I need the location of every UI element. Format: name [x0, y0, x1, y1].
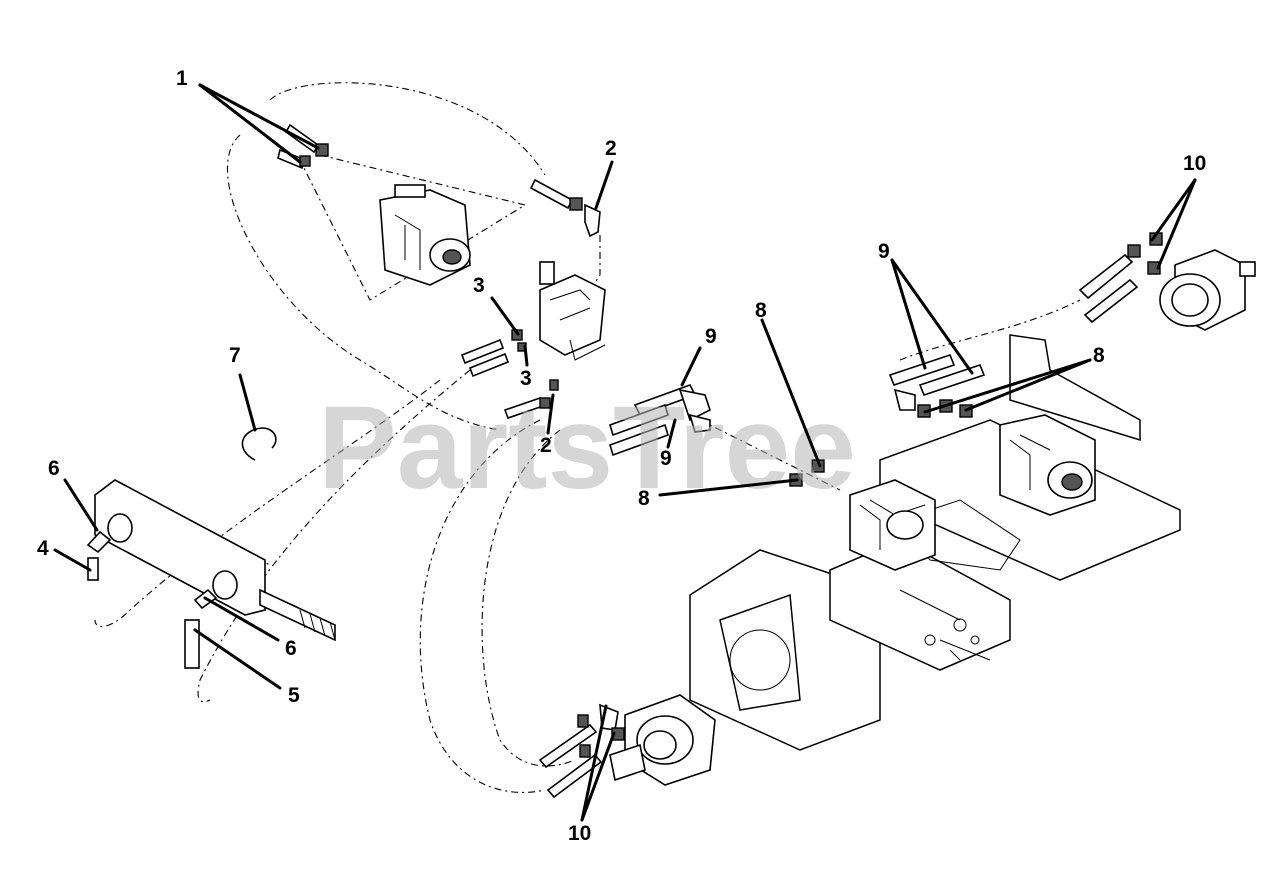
callout-10-lower: 10	[568, 822, 591, 845]
callout-3-lower: 3	[520, 367, 532, 390]
watermark-text: PartsTree	[318, 382, 856, 514]
callout-5: 5	[288, 684, 300, 707]
snap-ring	[241, 427, 277, 461]
callout-9-lower: 9	[660, 447, 672, 470]
callout-9-middle: 9	[705, 325, 717, 348]
wheel-motor-lower	[609, 694, 716, 786]
callout-10-right: 10	[1183, 152, 1206, 175]
callout-6-upper: 6	[48, 457, 60, 480]
control-valve	[539, 261, 606, 361]
hydraulic-cylinder	[86, 479, 336, 669]
callout-6-lower: 6	[285, 637, 297, 660]
wheel-motor-right	[1159, 249, 1256, 331]
fittings-middle	[609, 384, 825, 487]
hydrostatic-pump-right	[999, 414, 1096, 516]
callout-1: 1	[176, 67, 188, 90]
callout-8-middle: 8	[755, 299, 767, 322]
callout-8-right: 8	[1093, 344, 1105, 367]
leader-lines	[53, 83, 1197, 822]
callout-7: 7	[229, 344, 241, 367]
hydraulic-pump-upper	[379, 184, 471, 286]
fittings-lower	[538, 703, 625, 799]
callout-2-upper: 2	[605, 137, 617, 160]
callout-8-left: 8	[638, 487, 650, 510]
callout-9-right: 9	[878, 240, 890, 263]
callout-3-upper: 3	[473, 274, 485, 297]
callout-4: 4	[37, 537, 49, 560]
callout-2-lower: 2	[540, 434, 552, 457]
callout-labels: 1 2 2 3 3 4 5 6 6 7 8 8 8 9 9 9 10 10	[37, 67, 1206, 845]
chassis-frame	[689, 334, 1181, 751]
hydrostatic-pump-left	[849, 479, 936, 571]
